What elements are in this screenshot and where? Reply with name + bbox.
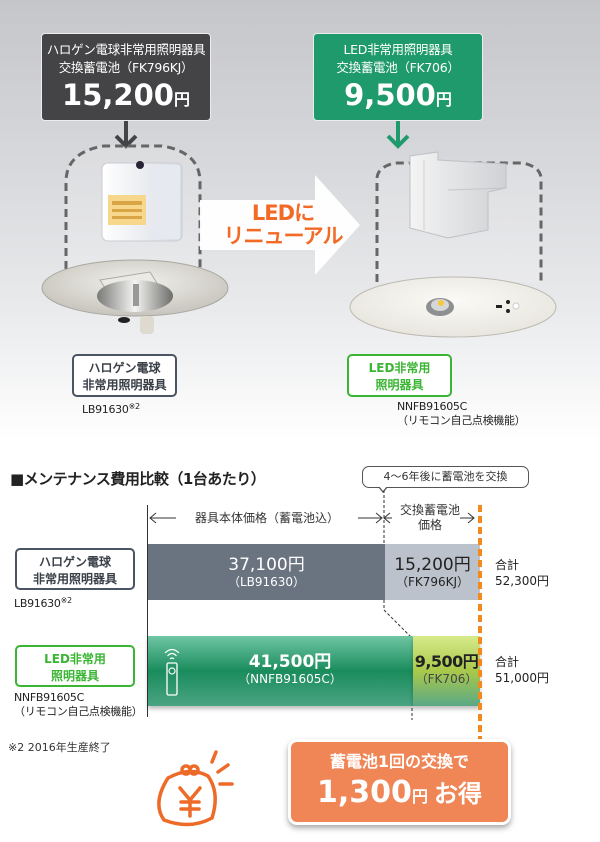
renewal-line1: LEDに	[251, 201, 315, 225]
halogen-fixture-image	[41, 259, 229, 334]
led-fixture-label: LED非常用 照明器具	[347, 354, 452, 397]
battery-model: （FK706）	[415, 672, 478, 686]
price-value: 9,500	[344, 78, 436, 112]
total-value: 51,000円	[495, 671, 549, 685]
led-total: 合計 51,000円	[495, 654, 549, 686]
halogen-box-line2: 交換蓄電池（FK796KJ）	[58, 60, 194, 75]
section-title: ■メンテナンス費用比較（1台あたり）	[10, 470, 266, 488]
range-battery-price-label: 交換蓄電池 価格	[390, 503, 470, 533]
label-line1: LED非常用	[368, 361, 431, 375]
model-code: NNFB91605C	[397, 400, 468, 413]
savings-amount: 1,300	[317, 775, 412, 810]
yen-purse-icon	[157, 750, 234, 827]
total-label: 合計	[495, 655, 520, 669]
halogen-body-price-text: 37,100円 （LB91630）	[148, 556, 385, 590]
led-battery-price: 9,500円	[314, 77, 482, 118]
halogen-battery-price-bar	[385, 544, 480, 600]
renewal-line2: リニューアル	[223, 224, 344, 248]
label-line1: ハロゲン電球	[88, 361, 161, 375]
battery-price: 9,500円	[414, 652, 479, 671]
savings-line1: 蓄電池1回の交換で	[329, 752, 470, 771]
halogen-model-number: LB91630※2	[82, 400, 140, 417]
yen-unit: 円	[435, 90, 452, 109]
battery-model: （FK796KJ）	[395, 575, 470, 589]
callout-tail-inner	[379, 486, 387, 491]
total-label: 合計	[495, 558, 520, 572]
range-body-price-label: 器具本体価格（蓄電池込）	[194, 511, 339, 525]
model-code: LB91630	[14, 597, 61, 610]
savings-suffix: お得	[433, 780, 482, 808]
model-note: ※2	[128, 402, 141, 411]
label-line1: ハロゲン電球	[38, 555, 111, 569]
total-value: 52,300円	[495, 574, 549, 588]
led-row-label: LED非常用 照明器具	[15, 645, 135, 687]
led-model-number: NNFB91605C （リモコン自己点検機能）	[397, 400, 526, 428]
model-note: ※2	[60, 596, 73, 605]
halogen-total: 合計 52,300円	[495, 557, 549, 589]
label-line2: 照明器具	[50, 669, 99, 683]
model-code: LB91630	[82, 403, 129, 416]
remote-control-icon	[164, 648, 180, 696]
led-battery-image	[409, 151, 507, 239]
body-price: 37,100円	[228, 555, 305, 575]
led-body-price-bar	[148, 636, 413, 706]
model-code: NNFB91605C	[14, 691, 85, 704]
led-battery-price-text: 9,500円 （FK706）	[410, 652, 483, 687]
halogen-battery-price-box: ハロゲン電球非常用照明器具 交換蓄電池（FK796KJ） 15,200円	[41, 33, 211, 121]
range-battery-line1: 交換蓄電池	[399, 503, 460, 517]
renewal-text: LEDに リニューアル	[218, 202, 348, 248]
battery-replacement-callout: 4～6年後に蓄電池を交換	[362, 466, 529, 488]
range-battery-line2: 価格	[417, 518, 442, 532]
halogen-battery-price-text: 15,200円 （FK796KJ）	[385, 556, 480, 590]
arrow-down-icon	[114, 121, 138, 149]
total-marker-line	[478, 505, 482, 745]
halogen-fixture-label: ハロゲン電球 非常用照明器具	[72, 354, 177, 397]
battery-price: 15,200円	[394, 555, 471, 575]
model-feature: （リモコン自己点検機能）	[14, 705, 143, 718]
yen-unit: 円	[173, 90, 190, 109]
led-box-line1: LED非常用照明器具	[343, 42, 453, 57]
arrow-down-icon	[386, 121, 410, 149]
led-row-model: NNFB91605C （リモコン自己点検機能）	[14, 691, 143, 719]
led-battery-price-box: LED非常用照明器具 交換蓄電池（FK706） 9,500円	[313, 33, 483, 121]
halogen-body-price-bar	[148, 544, 385, 600]
price-value: 15,200	[62, 78, 174, 112]
renewal-arrow-icon	[200, 175, 360, 275]
savings-callout: 蓄電池1回の交換で 1,300円お得	[288, 739, 511, 825]
halogen-row-label: ハロゲン電球 非常用照明器具	[15, 548, 135, 590]
label-line2: 非常用照明器具	[82, 378, 167, 392]
halogen-battery-price: 15,200円	[42, 77, 210, 118]
range-arrows	[149, 512, 475, 524]
halogen-box-line1: ハロゲン電球非常用照明器具	[46, 42, 206, 57]
footnote: ※2 2016年生産終了	[8, 741, 111, 754]
body-price: 41,500円	[248, 652, 332, 672]
model-feature: （リモコン自己点検機能）	[397, 414, 526, 427]
body-model: （LB91630）	[227, 575, 306, 589]
halogen-battery-image	[101, 161, 183, 242]
label-line2: 非常用照明器具	[32, 572, 117, 586]
label-line1: LED非常用	[44, 652, 106, 666]
body-model: （NNFB91605C）	[238, 672, 342, 686]
led-battery-price-bar	[413, 636, 480, 706]
halogen-row-model: LB91630※2	[14, 594, 72, 611]
savings-amount-line: 1,300円お得	[291, 773, 508, 817]
chart-axis-line	[147, 505, 148, 717]
label-line2: 照明器具	[375, 378, 424, 392]
yen-unit: 円	[411, 787, 428, 806]
led-body-price-text: 41,500円 （NNFB91605C）	[190, 652, 390, 687]
led-fixture-image	[349, 276, 557, 338]
led-box-line2: 交換蓄電池（FK706）	[336, 60, 460, 75]
